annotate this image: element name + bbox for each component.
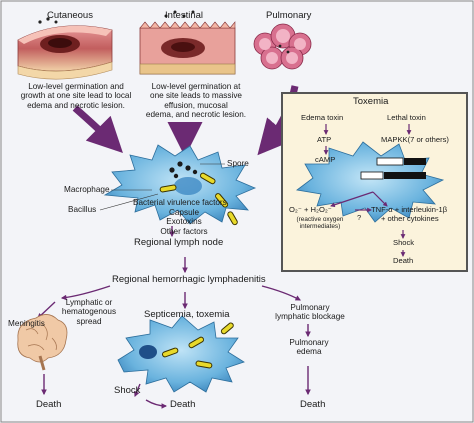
virulence-title: Bacterial virulence factors — [133, 198, 227, 207]
toxemia-artwork — [296, 124, 445, 257]
spores-cutaneous — [38, 17, 58, 24]
arrow-to-shock — [134, 383, 141, 398]
mapkk-bar-left — [376, 157, 404, 166]
label-camp: cAMP — [315, 155, 336, 164]
pulmonary-alveoli-illustration — [253, 23, 312, 70]
label-death-center: Death — [170, 399, 196, 410]
arrow-to-cytokines — [372, 191, 388, 207]
label-toxemia-death: Death — [393, 256, 414, 265]
label-spore: Spore — [227, 159, 249, 168]
label-cytokines: TNF-α + interleukin-1β + other cytokines — [371, 205, 448, 223]
label-regional-lymphadenitis: Regional hemorrhagic lymphadenitis — [112, 274, 266, 285]
macrophage-top — [103, 144, 257, 225]
virulence-item: Other factors — [160, 226, 208, 236]
bacilli-bottom — [162, 322, 234, 369]
arrow-shock-to-death — [145, 399, 168, 409]
label-ros-note: (reactive oxygen intermediates) — [296, 216, 344, 231]
description-cutaneous: Low-level germination and growth at one … — [20, 82, 132, 110]
spores-intestinal — [164, 10, 195, 18]
label-shock: Shock — [114, 385, 141, 396]
label-question-mark: ? — [357, 213, 362, 222]
mapkk-bar-right — [404, 158, 426, 165]
label-ros: O₂⁻ + H₂O₂⁻ — [289, 205, 332, 214]
route-label-cutaneous: Cutaneous — [47, 10, 93, 21]
cutaneous-tissue-illustration — [17, 25, 113, 80]
virulence-items: Capsule Exotoxins Other factors — [134, 208, 234, 236]
label-death-right: Death — [300, 399, 326, 410]
arrow-cutaneous-to-macrophage — [72, 105, 123, 153]
arrow-to-ros — [330, 191, 374, 208]
camp-bar-right — [384, 172, 426, 179]
pointer-bacillus — [99, 193, 159, 211]
label-atp: ATP — [317, 135, 332, 144]
label-death-left: Death — [36, 399, 62, 410]
arrow-to-spread — [60, 285, 111, 301]
label-lymphatic-spread: Lymphatic or hematogenous spread — [61, 298, 117, 326]
label-regional-lymph-node: Regional lymph node — [134, 237, 224, 248]
macrophage-bottom — [117, 315, 245, 393]
arrow-to-blockage — [261, 285, 301, 301]
label-meningitis: Meningitis — [8, 319, 45, 328]
label-pulmonary-edema: Pulmonary edema — [289, 338, 329, 357]
intestinal-tissue-illustration — [139, 21, 236, 75]
virulence-item: Exotoxins — [166, 217, 202, 227]
label-lethal-toxin: Lethal toxin — [387, 113, 426, 122]
label-septicemia: Septicemia, toxemia — [144, 309, 230, 320]
toxemia-title: Toxemia — [353, 96, 389, 107]
label-toxemia-shock: Shock — [393, 238, 415, 247]
label-macrophage: Macrophage — [64, 185, 110, 194]
label-edema-toxin: Edema toxin — [301, 113, 344, 122]
route-label-pulmonary: Pulmonary — [266, 10, 312, 21]
brain-illustration — [17, 314, 68, 371]
label-bacillus: Bacillus — [68, 205, 97, 214]
camp-bar-left — [360, 171, 384, 180]
label-mapkk: MAPKK(7 or others) — [381, 135, 449, 144]
description-intestinal: Low-level germination at one site leads … — [145, 82, 247, 119]
label-pulmonary-blockage: Pulmonary lymphatic blockage — [275, 303, 345, 322]
bacilli-top — [159, 172, 238, 226]
toxemia-panel: Toxemia Edema toxin Lethal toxin ATP MAP… — [281, 92, 468, 272]
route-label-intestinal: Intestinal — [165, 10, 204, 21]
virulence-item: Capsule — [168, 208, 200, 217]
spores-macrophage — [169, 161, 198, 179]
